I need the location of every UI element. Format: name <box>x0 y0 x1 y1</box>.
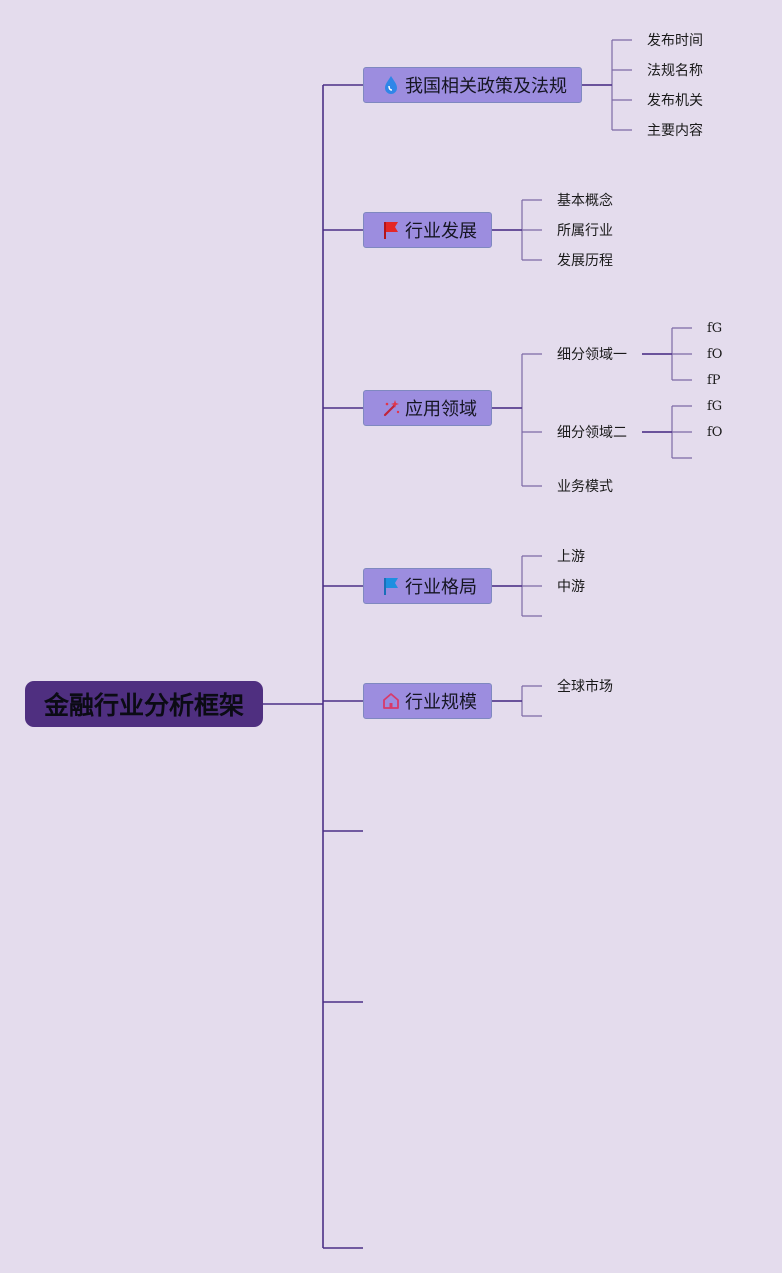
leaf-basic-concept[interactable]: 基本概念 <box>557 193 613 209</box>
topic-label: 行业格局 <box>405 577 477 598</box>
topic-industry-landscape[interactable]: 行业格局 <box>363 568 492 604</box>
leaf-release-time[interactable]: 发布时间 <box>647 33 703 49</box>
leaf-upstream[interactable]: 上游 <box>557 549 585 565</box>
topic-industry-scale[interactable]: 行业规模 <box>363 683 492 719</box>
blue-flag-icon <box>380 575 402 597</box>
topic-label: 行业发展 <box>405 221 477 242</box>
flag-icon <box>380 219 402 241</box>
leaf-sub1-item-2[interactable]: fO <box>707 347 723 362</box>
leaf-midstream[interactable]: 中游 <box>557 579 585 595</box>
topic-label: 应用领域 <box>405 399 477 420</box>
leaf-sub2-item-2[interactable]: fO <box>707 425 723 440</box>
water-drop-icon <box>380 74 402 96</box>
leaf-issuing-authority[interactable]: 发布机关 <box>647 93 703 109</box>
root-node[interactable]: 金融行业分析框架 <box>25 681 263 727</box>
leaf-subfield-two[interactable]: 细分领域二 <box>557 425 627 441</box>
root-label: 金融行业分析框架 <box>43 691 244 720</box>
leaf-sub1-item-3[interactable]: fP <box>707 373 721 388</box>
topic-industry-development[interactable]: 行业发展 <box>363 212 492 248</box>
topic-label: 行业规模 <box>405 692 477 713</box>
leaf-subfield-one[interactable]: 细分领域一 <box>557 347 627 363</box>
magic-wand-icon <box>380 397 402 419</box>
leaf-business-model[interactable]: 业务模式 <box>557 479 613 495</box>
topic-application-fields[interactable]: 应用领域 <box>363 390 492 426</box>
topic-policy-regulations[interactable]: 我国相关政策及法规 <box>363 67 582 103</box>
leaf-main-content[interactable]: 主要内容 <box>647 123 703 139</box>
leaf-industry-category[interactable]: 所属行业 <box>557 223 613 239</box>
leaf-global-market[interactable]: 全球市场 <box>557 679 613 695</box>
leaf-regulation-name[interactable]: 法规名称 <box>647 63 703 79</box>
leaf-sub1-item-1[interactable]: fG <box>707 321 723 336</box>
leaf-sub2-item-1[interactable]: fG <box>707 399 723 414</box>
house-icon <box>380 690 402 712</box>
leaf-development-history[interactable]: 发展历程 <box>557 253 613 269</box>
topic-label: 我国相关政策及法规 <box>405 76 567 97</box>
